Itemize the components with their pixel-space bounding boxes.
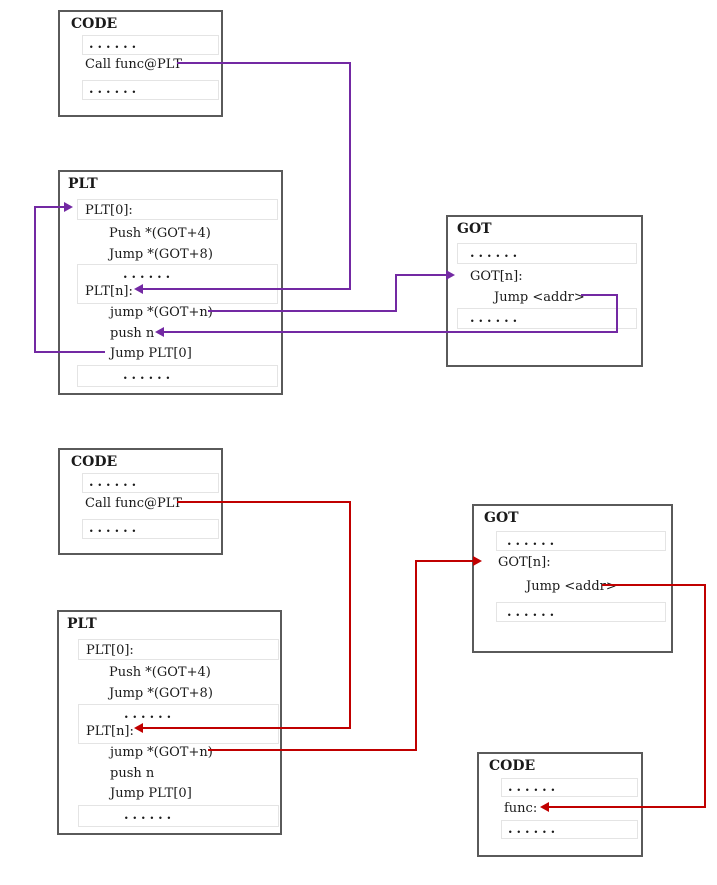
got-dots-row-bottom: ...... <box>457 308 637 329</box>
plt-box-later-call: PLT PLT[0]: Push *(GOT+4) Jump *(GOT+8) … <box>57 610 282 835</box>
got-dots-row-bottom: ...... <box>496 602 666 622</box>
func-code-box: CODE ...... func: ...... <box>477 752 643 857</box>
dots-text: ...... <box>89 521 141 536</box>
code-box-title: CODE <box>71 454 118 470</box>
got-box-later-call: GOT ...... GOT[n]: Jump <addr> ...... <box>472 504 673 653</box>
first-jumpaddr-to-pushn-seg2 <box>616 294 618 333</box>
call-func-plt-label: Call func@PLT <box>85 57 182 72</box>
plt-box-first-call: PLT PLT[0]: Push *(GOT+4) Jump *(GOT+8) … <box>58 170 283 395</box>
later-call-to-pltn-seg2 <box>349 501 351 729</box>
jump-gotn-label: jump *(GOT+n) <box>110 305 213 320</box>
jump-got8-label: Jump *(GOT+8) <box>109 247 213 262</box>
later-jumpgotn-to-gotn-seg1 <box>208 749 417 751</box>
plt-box-title: PLT <box>68 176 98 192</box>
got-box-title: GOT <box>457 221 492 237</box>
plt-dots-row-bottom: ...... <box>78 805 279 827</box>
plt0-row: PLT[0]: <box>77 199 278 220</box>
first-call-to-pltn-seg3 <box>143 288 351 290</box>
dots-text: ...... <box>123 267 175 282</box>
jump-got8-label: Jump *(GOT+8) <box>109 686 213 701</box>
first-jumpaddr-to-pushn-seg1 <box>581 294 618 296</box>
dots-text: ...... <box>507 605 559 620</box>
later-jumpaddr-to-func-seg2 <box>704 584 706 808</box>
first-jumpplt0-to-plt0-seg1 <box>34 351 105 353</box>
pltn-row: ...... PLT[n]: <box>77 264 278 304</box>
first-jumpplt0-to-plt0-seg3 <box>34 206 64 208</box>
first-call-to-pltn-seg1 <box>177 62 351 64</box>
later-jumpaddr-to-func-seg3 <box>549 806 706 808</box>
code-dots-row-top: ...... <box>501 778 638 797</box>
dots-text: ...... <box>89 475 141 490</box>
push-got4-label: Push *(GOT+4) <box>109 665 211 680</box>
first-jumpgotn-to-gotn-seg1 <box>208 310 397 312</box>
push-got4-label: Push *(GOT+4) <box>109 226 211 241</box>
later-call-to-pltn-seg3 <box>143 727 351 729</box>
got-dots-row-top: ...... <box>496 531 666 551</box>
got-dots-row-top: ...... <box>457 243 637 264</box>
code-dots-row-bottom: ...... <box>82 80 219 100</box>
first-jumpplt0-to-plt0-seg2 <box>34 206 36 353</box>
dots-text: ...... <box>123 368 175 383</box>
later-jumpgotn-to-gotn-seg2 <box>415 560 417 751</box>
got-box-title: GOT <box>484 510 519 526</box>
plt0-row: PLT[0]: <box>78 639 279 660</box>
call-func-plt-label: Call func@PLT <box>85 496 182 511</box>
gotn-label: GOT[n]: <box>470 269 523 284</box>
pltn-label: PLT[n]: <box>86 724 134 739</box>
dots-text: ...... <box>507 534 559 549</box>
func-label: func: <box>504 801 538 816</box>
later-call-to-pltn-seg1 <box>177 501 351 503</box>
dots-text: ...... <box>508 822 560 837</box>
first-jumpplt0-to-plt0-arrowhead <box>64 202 73 212</box>
plt0-label: PLT[0]: <box>86 643 134 658</box>
plt0-label: PLT[0]: <box>85 203 133 218</box>
code-box-later-call: CODE ...... Call func@PLT ...... <box>58 448 223 555</box>
dots-text: ...... <box>470 311 522 326</box>
pltn-label: PLT[n]: <box>85 284 133 299</box>
code-dots-row-bottom: ...... <box>501 820 638 839</box>
push-n-label: push n <box>110 766 155 781</box>
jump-plt0-label: Jump PLT[0] <box>110 346 192 361</box>
code-dots-row-bottom: ...... <box>82 519 219 539</box>
later-call-to-pltn-arrowhead <box>134 723 143 733</box>
pltn-row: ...... PLT[n]: <box>78 704 279 744</box>
jump-addr-label: Jump <addr> <box>494 290 585 305</box>
code-box-title: CODE <box>489 758 536 774</box>
code-dots-row-top: ...... <box>82 35 219 55</box>
later-jumpgotn-to-gotn-seg3 <box>415 560 473 562</box>
code-box-title: CODE <box>71 16 118 32</box>
dots-text: ...... <box>89 37 141 52</box>
jump-plt0-label: Jump PLT[0] <box>110 786 192 801</box>
plt-dots-row-bottom: ...... <box>77 365 278 387</box>
later-jumpaddr-to-func-seg1 <box>602 584 706 586</box>
jump-gotn-label: jump *(GOT+n) <box>110 745 213 760</box>
first-jumpaddr-to-pushn-seg3 <box>164 331 618 333</box>
push-n-label: push n <box>110 326 155 341</box>
dots-text: ...... <box>124 707 176 722</box>
dots-text: ...... <box>124 808 176 823</box>
gotn-label: GOT[n]: <box>498 555 551 570</box>
first-call-to-pltn-seg2 <box>349 62 351 290</box>
dots-text: ...... <box>89 82 141 97</box>
first-call-to-pltn-arrowhead <box>134 284 143 294</box>
got-box-first-call: GOT ...... GOT[n]: Jump <addr> ...... <box>446 215 643 367</box>
dots-text: ...... <box>470 246 522 261</box>
dots-text: ...... <box>508 780 560 795</box>
later-jumpgotn-to-gotn-arrowhead <box>473 556 482 566</box>
first-jumpgotn-to-gotn-arrowhead <box>446 270 455 280</box>
code-dots-row-top: ...... <box>82 473 219 493</box>
jump-addr-label: Jump <addr> <box>526 579 617 594</box>
first-jumpaddr-to-pushn-arrowhead <box>155 327 164 337</box>
plt-box-title: PLT <box>67 616 97 632</box>
first-jumpgotn-to-gotn-seg2 <box>395 274 397 312</box>
later-jumpaddr-to-func-arrowhead <box>540 802 549 812</box>
first-jumpgotn-to-gotn-seg3 <box>395 274 446 276</box>
